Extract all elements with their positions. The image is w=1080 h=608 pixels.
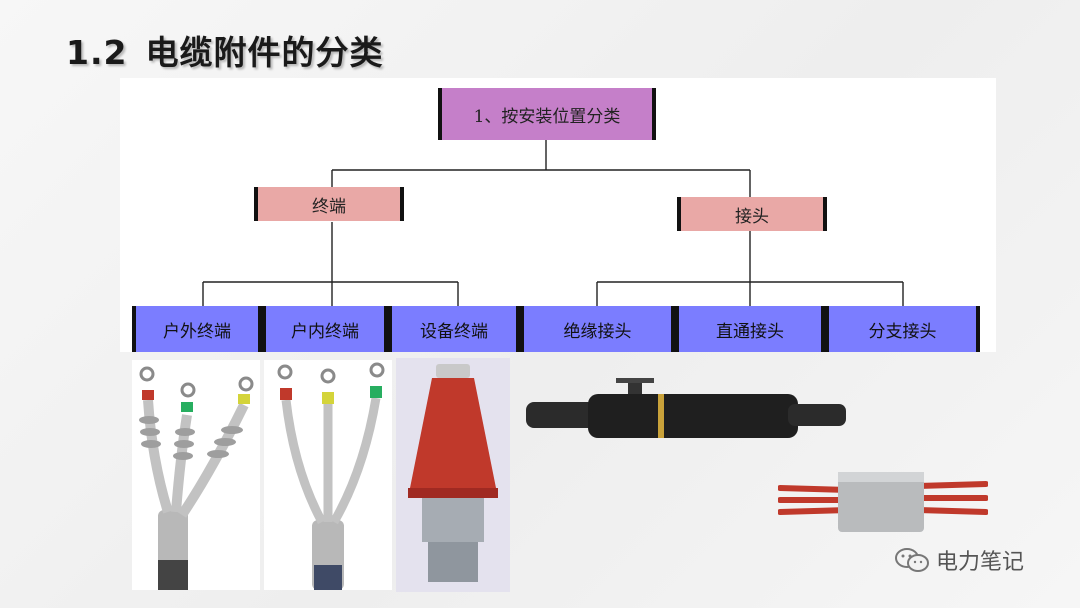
leaf-node-label: 户内终端 [291, 321, 359, 342]
leaf-node-branch-joint: 分支接头 [825, 306, 980, 352]
insulating-joint-image [518, 376, 850, 446]
leaf-node-straight-joint: 直通接头 [675, 306, 825, 352]
root-node: 1、按安装位置分类 [438, 88, 656, 140]
leaf-node-label: 设备终端 [420, 321, 488, 342]
slide-number: 1.2 [66, 33, 128, 72]
leaf-node-label: 绝缘接头 [563, 321, 632, 342]
leaf-node-label: 直通接头 [716, 321, 784, 342]
branch-node-label: 接头 [735, 206, 769, 227]
branch-node-label: 终端 [312, 196, 346, 217]
root-node-label: 1、按安装位置分类 [473, 106, 621, 127]
leaf-node-indoor-termination: 户内终端 [262, 306, 388, 352]
slide-title: 1.2 电缆附件的分类 [66, 26, 383, 74]
leaf-node-insulating-joint: 绝缘接头 [520, 306, 675, 352]
chat-bubble-icon [895, 548, 929, 572]
outdoor-termination-image [132, 360, 260, 590]
leaf-node-outdoor-termination: 户外终端 [132, 306, 262, 352]
branch-node-joint: 接头 [677, 197, 827, 231]
watermark-text: 电力笔记 [936, 550, 1025, 575]
leaf-node-equipment-termination: 设备终端 [388, 306, 520, 352]
slide-title-text: 电缆附件的分类 [145, 33, 384, 72]
branch-joint-image [777, 466, 989, 550]
branch-node-terminal: 终端 [254, 187, 404, 221]
equipment-termination-image [396, 358, 510, 592]
leaf-node-label: 户外终端 [163, 321, 231, 342]
indoor-termination-image [264, 360, 392, 590]
watermark: 电力笔记 [894, 544, 1024, 576]
leaf-node-label: 分支接头 [868, 321, 937, 342]
